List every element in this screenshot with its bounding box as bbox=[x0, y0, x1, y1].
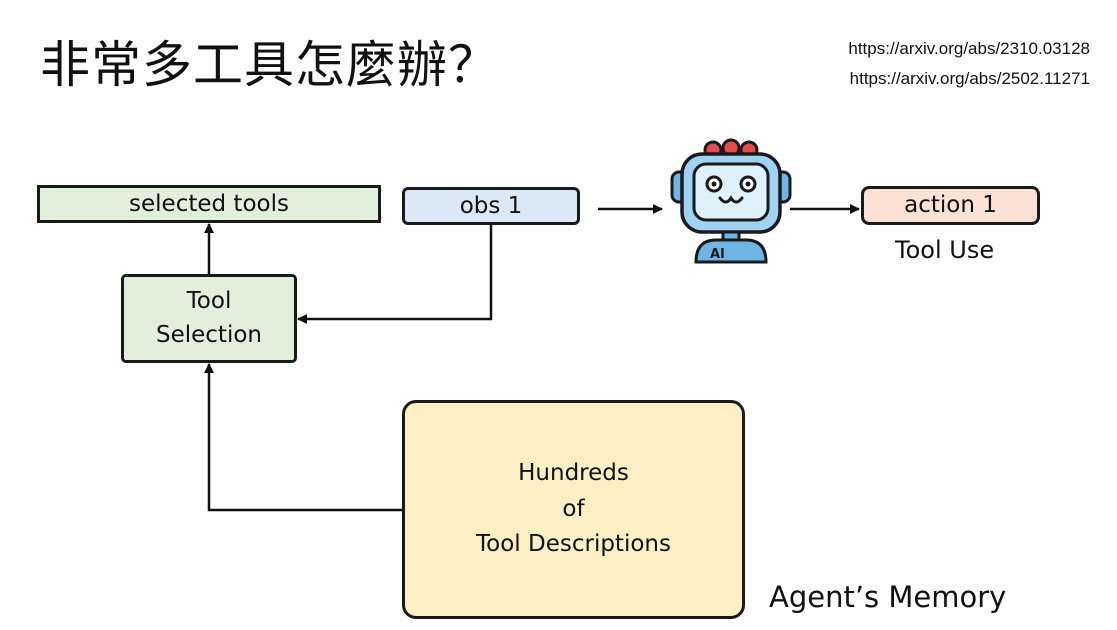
reference-links: https://arxiv.org/abs/2310.03128 https:/… bbox=[848, 34, 1090, 94]
selected-tools-box: selected tools bbox=[37, 185, 381, 223]
reference-link[interactable]: https://arxiv.org/abs/2502.11271 bbox=[849, 69, 1090, 88]
obs-label: obs 1 bbox=[459, 192, 523, 219]
reference-link[interactable]: https://arxiv.org/abs/2310.03128 bbox=[848, 39, 1090, 58]
agent-memory-label: Agent’s Memory bbox=[769, 580, 1007, 614]
slide-title: 非常多工具怎麼辦？ bbox=[40, 36, 499, 94]
robot-agent-icon: AI bbox=[670, 138, 792, 264]
action-box: action 1 bbox=[861, 186, 1040, 225]
arrow-obs-to-selection bbox=[297, 225, 493, 324]
robot-ai-badge: AI bbox=[710, 247, 725, 262]
arrow-descriptions-to-selection bbox=[204, 363, 404, 512]
descriptions-line: of bbox=[562, 495, 585, 522]
descriptions-line: Hundreds bbox=[518, 460, 629, 487]
descriptions-line: Tool Descriptions bbox=[476, 531, 671, 558]
action-label: action 1 bbox=[904, 192, 997, 219]
tool-selection-box: Tool Selection bbox=[121, 274, 297, 363]
tool-descriptions-box: Hundreds of Tool Descriptions bbox=[402, 400, 745, 619]
tool-selection-line: Tool bbox=[186, 288, 232, 315]
tool-use-label: Tool Use bbox=[895, 236, 995, 264]
tool-selection-line: Selection bbox=[156, 321, 262, 348]
selected-tools-label: selected tools bbox=[129, 190, 289, 217]
obs-box: obs 1 bbox=[402, 187, 580, 225]
